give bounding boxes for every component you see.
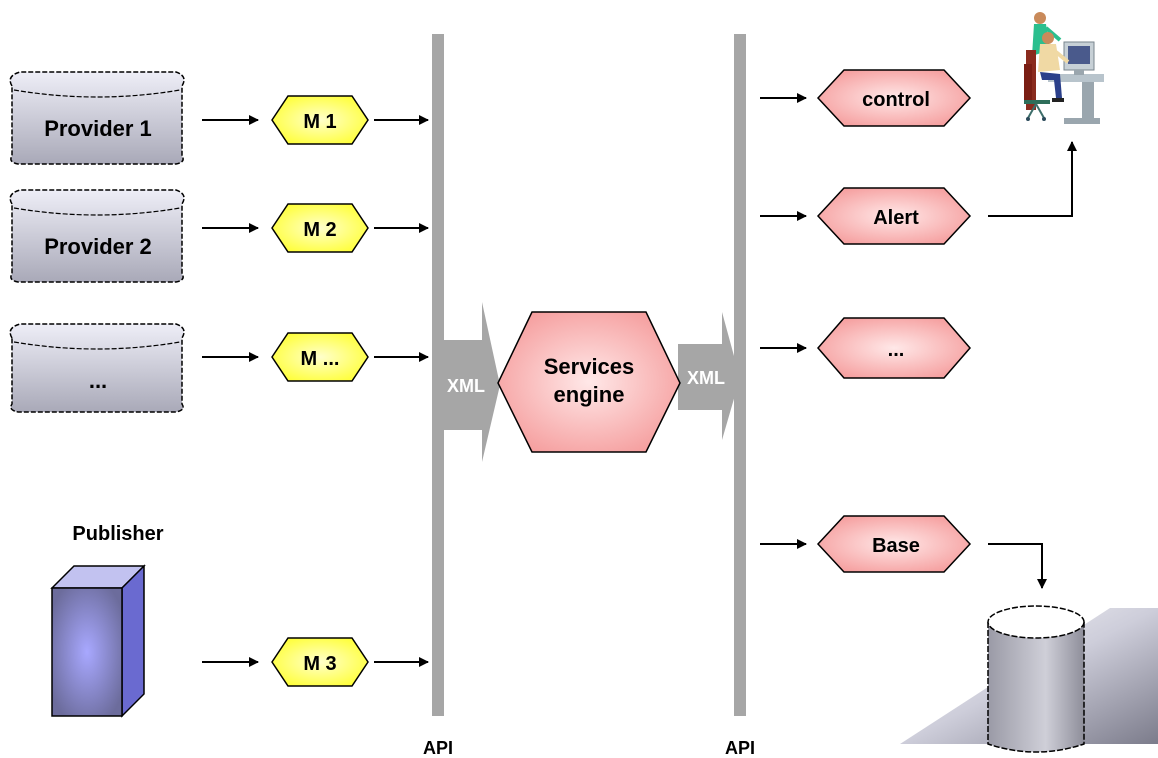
api-label-left: API [423,738,453,758]
publisher-label: Publisher [72,523,163,545]
provider-2: Provider 2 [9,189,185,283]
module-m2: M 2 [271,203,369,253]
services-engine: Services engine [497,311,681,453]
svg-text:M ...: M ... [301,348,340,370]
svg-text:XML: XML [687,368,725,388]
module-m1: M 1 [271,95,369,145]
arrow-base-database [988,543,1047,589]
api-bar-right [734,34,746,716]
xml-arrow-left: XML [436,302,500,462]
output-base: Base [816,515,972,573]
output-alert: Alert [816,187,972,245]
module-mx: M ... [271,332,369,382]
database-cylinder-icon [900,605,1158,753]
svg-text:...: ... [888,339,905,361]
people-at-computer-icon [1024,12,1104,124]
provider-1: Provider 1 [9,71,185,165]
output-more: ... [817,317,971,379]
svg-text:XML: XML [447,376,485,396]
provider-2-label: Provider 2 [44,234,152,259]
module-m3: M 3 [271,637,369,687]
api-label-right: API [725,738,755,758]
provider-1-label: Provider 1 [44,116,152,141]
svg-text:engine: engine [554,382,625,407]
svg-text:M 2: M 2 [303,219,336,241]
svg-text:control: control [862,89,930,111]
arrow-alert-user [988,141,1077,217]
output-control: control [816,69,972,127]
svg-text:Base: Base [872,535,920,557]
svg-text:Services: Services [544,354,635,379]
provider-3: ... [9,323,185,413]
server-box-icon [50,564,146,718]
xml-arrow-right: XML [678,312,740,440]
svg-text:M 1: M 1 [303,111,336,133]
svg-text:M 3: M 3 [303,653,336,675]
provider-3-label: ... [89,368,107,393]
svg-text:Alert: Alert [873,207,919,229]
